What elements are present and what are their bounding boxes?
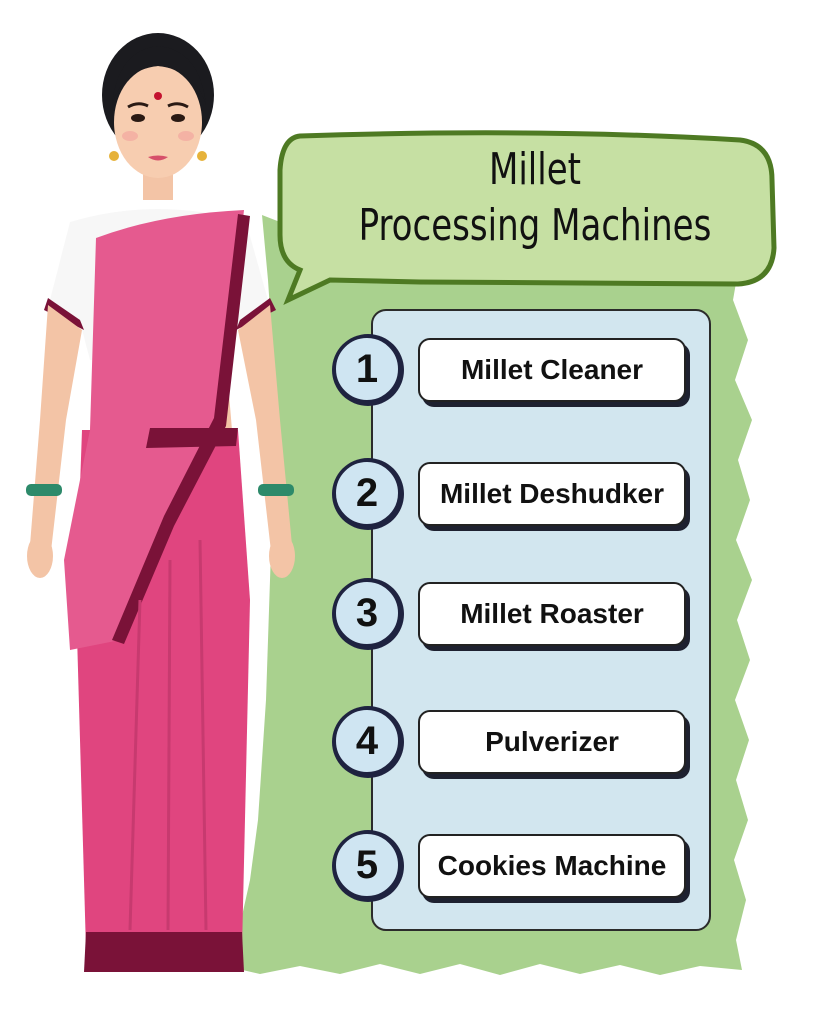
woman-illustration: [26, 33, 295, 972]
list-item: 5 Cookies Machine: [332, 830, 694, 908]
number-badge: 2: [334, 460, 400, 526]
title-line-2: Processing Machines: [358, 200, 712, 251]
title-line-1: Millet: [488, 144, 582, 195]
item-label: Cookies Machine: [418, 834, 686, 898]
page-title: Millet Processing Machines: [333, 142, 737, 254]
list-item: 1 Millet Cleaner: [332, 334, 694, 412]
item-label: Millet Deshudker: [418, 462, 686, 526]
number-badge: 3: [334, 580, 400, 646]
item-label: Millet Cleaner: [418, 338, 686, 402]
list-item: 4 Pulverizer: [332, 706, 694, 784]
title-bubble: [277, 130, 777, 306]
list-item: 3 Millet Roaster: [332, 578, 694, 656]
list-item: 2 Millet Deshudker: [332, 458, 694, 536]
item-label: Millet Roaster: [418, 582, 686, 646]
number-badge: 1: [334, 336, 400, 402]
item-label: Pulverizer: [418, 710, 686, 774]
number-badge: 4: [334, 708, 400, 774]
number-badge: 5: [334, 832, 400, 898]
